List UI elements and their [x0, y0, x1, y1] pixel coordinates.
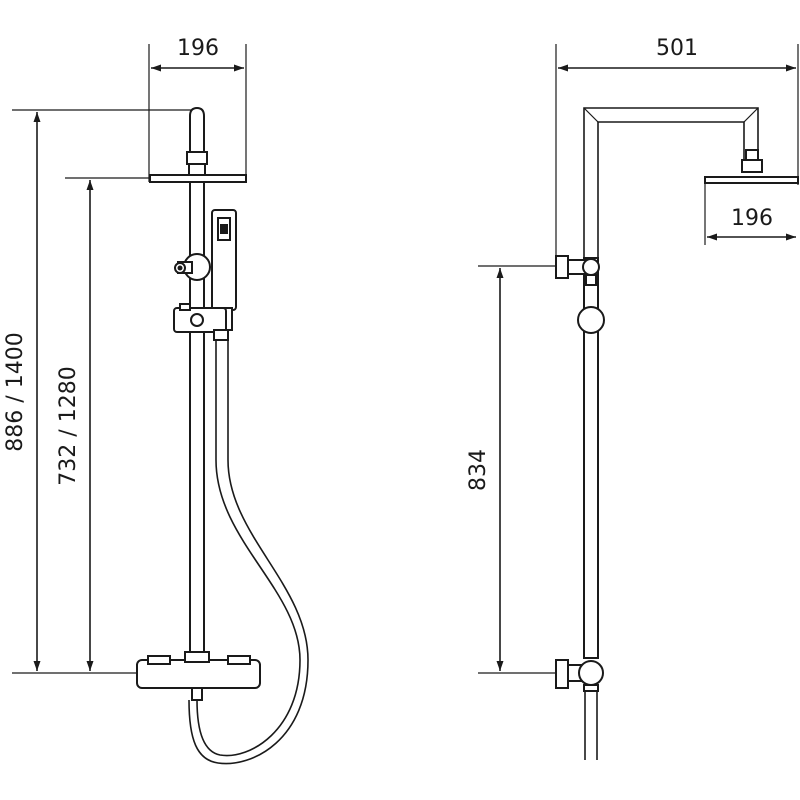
side-head-nut [745, 149, 759, 161]
side-slider [577, 306, 605, 334]
side-head-joint [741, 159, 763, 173]
side-bar-spacing-label: 834 [466, 449, 491, 491]
front-hose-inner [188, 340, 309, 765]
side-arm-inner [597, 121, 745, 258]
side-shower-head [704, 176, 799, 184]
front-arm-joint [188, 163, 206, 176]
front-total-height-label: 886 / 1400 [3, 332, 28, 451]
front-shower-head [149, 174, 247, 183]
front-hand-shower [211, 209, 237, 331]
side-diverter [555, 255, 600, 286]
side-view: 501 196 834 [466, 36, 799, 760]
front-total-height-dimension: 886 / 1400 [3, 109, 200, 674]
side-bar-spacing-dimension: 834 [466, 265, 560, 674]
front-arm-nut [186, 151, 208, 165]
side-head-width-label: 196 [731, 206, 773, 231]
front-hose-outer [196, 340, 301, 757]
front-thermostat-bar [136, 651, 261, 701]
side-head-width-dimension: 196 [704, 183, 796, 245]
front-shower-arm [189, 106, 205, 161]
front-width-label: 196 [177, 36, 219, 61]
front-head-height-dimension: 732 / 1280 [56, 177, 150, 671]
side-arm-outer [583, 107, 759, 258]
front-head-height-label: 732 / 1280 [56, 366, 81, 485]
side-arm-reach-label: 501 [656, 36, 698, 61]
front-view: 196 886 / 1400 732 / 1280 [3, 36, 309, 765]
side-thermostat [555, 659, 604, 692]
side-arm-reach-dimension: 501 [555, 36, 799, 275]
front-slider-holder [173, 303, 229, 341]
front-diverter [174, 253, 211, 281]
front-width-dimension: 196 [148, 36, 247, 182]
